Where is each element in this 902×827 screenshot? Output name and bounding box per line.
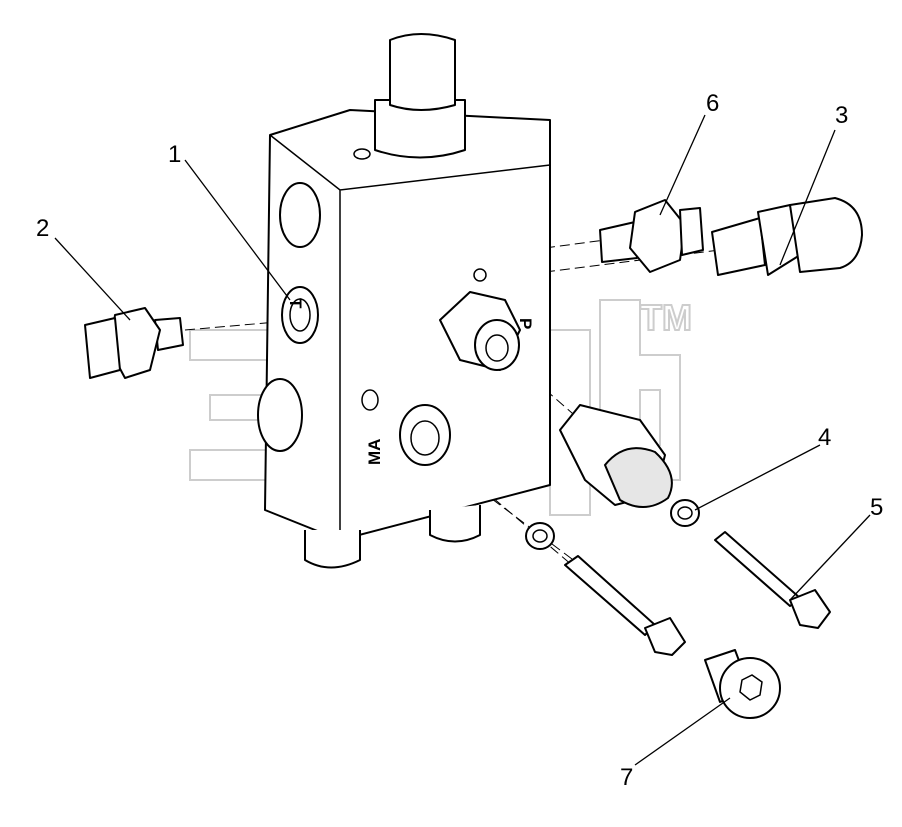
part-5-bolt (714, 531, 831, 629)
watermark-tm: TM (640, 297, 692, 338)
part-4-washer (670, 499, 700, 527)
callout-7: 7 (620, 764, 633, 791)
front-cartridge (559, 404, 673, 508)
port-label-ma: MA (365, 439, 384, 465)
top-cartridge (374, 99, 466, 159)
callout-3: 3 (835, 102, 848, 129)
port-label-p: P (516, 318, 535, 329)
valve-block (257, 33, 551, 569)
part-2-fitting (84, 307, 184, 379)
p-port-fitting (439, 291, 521, 371)
leader-lines (54, 114, 871, 766)
washer-left (525, 522, 555, 550)
bottom-plug-left (304, 530, 361, 569)
front-port-ma (399, 404, 451, 466)
callout-4: 4 (818, 424, 831, 451)
top-hex-head (389, 33, 456, 111)
bottom-plug-right (429, 505, 481, 543)
left-long-bolt (564, 555, 686, 656)
callout-6: 6 (706, 90, 719, 117)
side-port-lower (257, 378, 303, 452)
part-7-plug (704, 649, 781, 719)
port-label-t: T (286, 298, 305, 309)
part-3-cap (711, 197, 863, 276)
callout-5: 5 (870, 494, 883, 521)
callout-1: 1 (168, 141, 181, 168)
side-port-t (281, 286, 319, 344)
part-6-fitting (599, 199, 704, 273)
callout-2: 2 (36, 215, 49, 242)
side-port-upper (279, 182, 321, 248)
